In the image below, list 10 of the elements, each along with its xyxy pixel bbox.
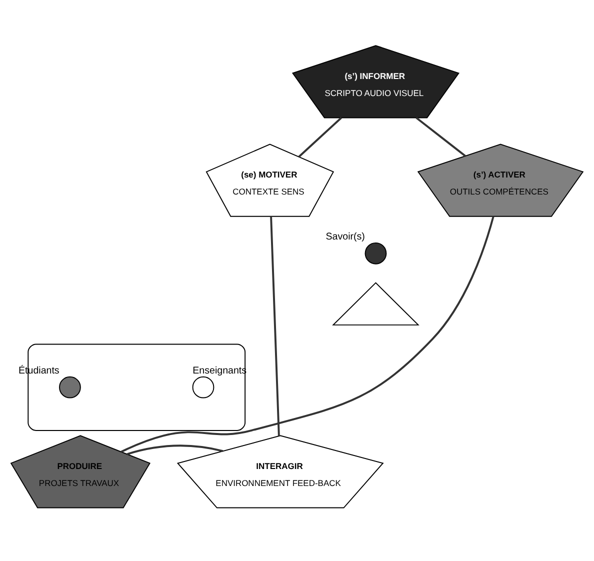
node-circle	[364, 242, 387, 264]
connector	[120, 216, 494, 453]
connector	[298, 117, 342, 158]
node-circle	[192, 376, 214, 398]
node-triangle	[332, 282, 420, 326]
connector	[270, 216, 280, 436]
node-circle	[59, 376, 81, 398]
connector	[126, 444, 224, 456]
node-label: Savoir(s)	[326, 232, 365, 243]
connector	[416, 116, 466, 157]
